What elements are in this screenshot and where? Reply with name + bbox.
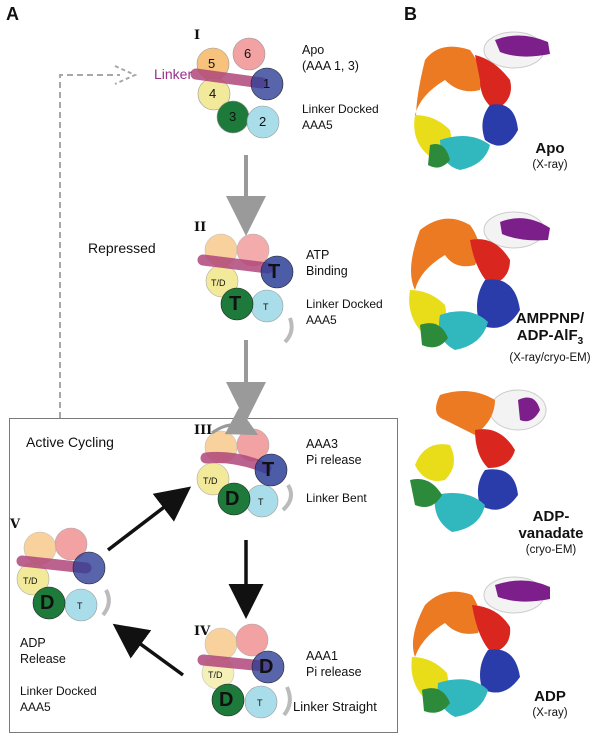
state-iii-line-2: Pi release (306, 453, 362, 467)
state-v-sub-1: Linker Docked (20, 684, 97, 698)
structure-label-apo: Apo (X-ray) (510, 140, 590, 174)
ring-label-aaa4: 4 (209, 86, 217, 101)
structure-name-amppnp-1: AMPPNP/ (515, 310, 585, 327)
state-i-sub-1: Linker Docked (302, 102, 379, 116)
structure-amppnp (409, 211, 550, 350)
state-v-line-2: Release (20, 652, 66, 666)
state-numeral-iv: IV (194, 624, 211, 639)
nucleotide-t-aaa1-iii: T (262, 459, 275, 481)
state-i-line-2: (AAA 1, 3) (302, 59, 359, 73)
structure-label-vanadate: ADP- vanadate (cryo-EM) (508, 508, 594, 559)
state-iv-line-1: AAA1 (306, 649, 338, 663)
structure-adp (411, 576, 550, 717)
state-ii-title: ATP Binding (306, 247, 348, 279)
panel-label-b: B (404, 4, 417, 24)
structure-method-amppnp: (X-ray/cryo-EM) (509, 352, 591, 364)
nucleotide-d-aaa3-v: D (40, 592, 55, 614)
nucleotide-t-aaa2-iv: T (257, 698, 263, 708)
arrow-iv-to-v (112, 623, 185, 677)
structure-name-vanadate-2: vanadate (518, 525, 584, 542)
nucleotide-t-aaa1-ii: T (268, 261, 281, 283)
ring-label-aaa3: 3 (229, 109, 237, 124)
state-v-linker: Linker Docked AAA5 (20, 683, 97, 715)
active-cycling-label: Active Cycling (26, 434, 114, 450)
structure-name-apo: Apo (535, 140, 565, 157)
structure-name-amppnp-2: ADP-AlF (516, 327, 578, 344)
structure-name-amppnp-sub: 3 (577, 336, 584, 347)
ring-state-v (16, 527, 111, 622)
nucleotide-t-aaa3-ii: T (229, 293, 242, 315)
ring-label-aaa1: 1 (263, 76, 271, 91)
ring-label-aaa5: 5 (208, 56, 216, 71)
ring-state-iv (197, 623, 292, 719)
ring-label-aaa2: 2 (259, 114, 267, 129)
state-numeral-ii: II (194, 220, 207, 235)
state-iii-linker: Linker Bent (306, 491, 367, 505)
structure-method-apo: (X-ray) (532, 159, 568, 171)
nucleotide-t-aaa2-iii: T (258, 497, 264, 507)
state-iv-title: AAA1 Pi release (306, 648, 362, 680)
ring-state-i (190, 37, 284, 139)
nucleotide-td-aaa4-ii: T/D (211, 278, 226, 288)
ring-state-ii (197, 233, 294, 344)
active-cycling-box (9, 418, 398, 733)
state-v-line-1: ADP (20, 636, 46, 650)
nucleotide-td-aaa4-v: T/D (23, 576, 38, 586)
state-v-sub-2: AAA5 (20, 700, 51, 714)
dashed-return-arrow (59, 65, 138, 418)
repressed-label: Repressed (88, 240, 156, 256)
structure-name-vanadate-1: ADP- (532, 508, 570, 525)
structure-apo (414, 31, 550, 170)
structure-adp-vanadate (410, 389, 547, 532)
structure-label-adp: ADP (X-ray) (515, 688, 585, 722)
state-i-sub-2: AAA5 (302, 118, 333, 132)
nucleotide-d-aaa1-iv: D (259, 656, 274, 678)
nucleotide-t-aaa2-ii: T (263, 302, 269, 312)
state-i-title: Apo (AAA 1, 3) (302, 42, 359, 74)
structure-label-amppnp: AMPPNP/ ADP-AlF3 (X-ray/cryo-EM) (500, 310, 600, 367)
state-v-title: ADP Release (20, 635, 66, 667)
nucleotide-td-aaa4-iv: T/D (208, 670, 223, 680)
panel-label-a: A (6, 4, 19, 24)
nucleotide-td-aaa4-iii: T/D (203, 476, 218, 486)
state-iii-line-1: AAA3 (306, 437, 338, 451)
state-i-linker: Linker Docked AAA5 (302, 101, 379, 133)
state-numeral-i: I (194, 28, 201, 43)
state-numeral-v: V (10, 517, 21, 532)
state-iii-title: AAA3 Pi release (306, 436, 362, 468)
state-numeral-iii: III (194, 423, 213, 438)
state-i-line-1: Apo (302, 43, 325, 57)
structure-method-adp: (X-ray) (532, 707, 568, 719)
state-ii-line-2: Binding (306, 264, 348, 278)
structure-name-adp: ADP (534, 688, 566, 705)
nucleotide-d-aaa3-iii: D (225, 488, 240, 510)
structure-method-vanadate: (cryo-EM) (525, 544, 577, 556)
state-iv-line-2: Pi release (306, 665, 362, 679)
state-ii-sub-2: AAA5 (306, 313, 337, 327)
ring-state-iii (196, 407, 294, 518)
state-ii-linker: Linker Docked AAA5 (306, 296, 383, 328)
state-ii-line-1: ATP (306, 248, 330, 262)
state-iv-linker: Linker Straight (293, 699, 377, 714)
nucleotide-t-aaa2-v: T (77, 601, 83, 611)
linker-label: Linker (154, 66, 193, 82)
arrow-v-to-iii (106, 486, 192, 552)
structure-panel-b (409, 31, 550, 717)
ring-label-aaa6: 6 (244, 46, 252, 61)
nucleotide-d-aaa3-iv: D (219, 689, 234, 711)
state-ii-sub-1: Linker Docked (306, 297, 383, 311)
